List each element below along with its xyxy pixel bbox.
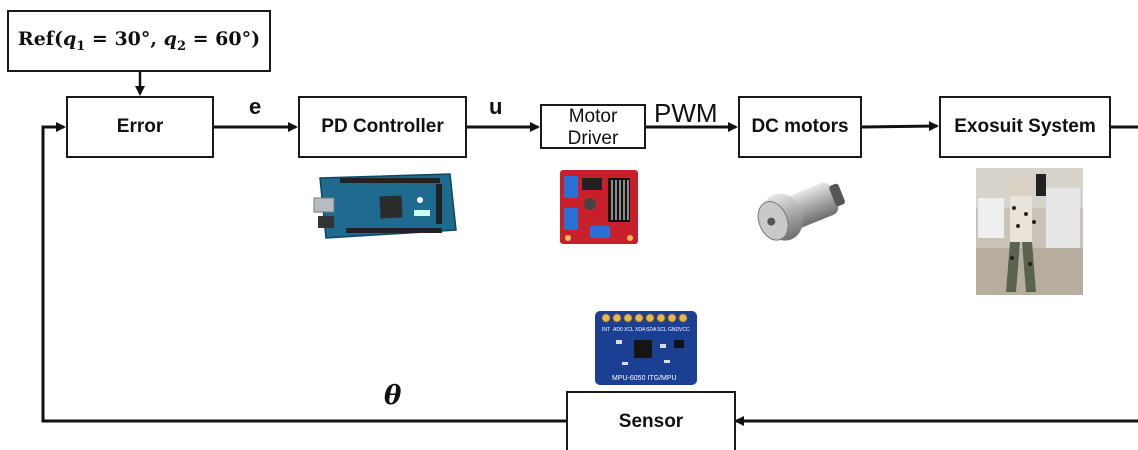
wire-dc-to-exo [861, 121, 939, 132]
error-block: Error [66, 96, 214, 158]
imu-sensor-board-icon: INT AD0 XCL XDA SDA SCL GND VCC MPU-6050… [595, 311, 697, 385]
imu-pin-4: SDA [646, 327, 657, 333]
exosuit-block: Exosuit System [939, 96, 1111, 158]
dc-motors-label: DC motors [751, 116, 849, 137]
imu-pin-0: INT [602, 327, 610, 333]
wire-feedback-theta [41, 122, 566, 423]
motor-driver-label-line2: Driver [567, 128, 619, 149]
dc-motor-icon [757, 182, 845, 241]
arduino-board-icon [313, 173, 457, 239]
reference-box: Ref(q1 = 30°, q2 = 60°) [7, 10, 271, 72]
motor-driver-label-line1: Motor [568, 106, 618, 127]
pd-controller-label: PD Controller [321, 116, 444, 137]
imu-board-label: MPU-6050 ITG/MPU [612, 375, 677, 382]
exosuit-label: Exosuit System [954, 116, 1096, 137]
motor-driver-block: Motor Driver [540, 104, 646, 149]
motor-driver-board-icon [560, 170, 638, 244]
reference-label: Ref(q1 = 30°, q2 = 60°) [17, 28, 261, 54]
signal-u-label: u [489, 94, 503, 119]
exosuit-photo-icon [976, 168, 1083, 295]
dc-motors-block: DC motors [738, 96, 862, 158]
imu-pin-2: XCL [624, 327, 634, 333]
pd-controller-block: PD Controller [298, 96, 467, 158]
signal-theta-label: θ [384, 381, 402, 411]
error-label: Error [116, 116, 164, 137]
signal-e-label: e [249, 94, 262, 119]
sensor-block: Sensor [566, 391, 736, 450]
signal-pwm-label: PWM [654, 98, 718, 128]
imu-pin-7: VCC [679, 327, 690, 333]
imu-pin-3: XDA [635, 327, 646, 333]
imu-pin-1: AD0 [613, 327, 623, 333]
sensor-label: Sensor [618, 411, 684, 432]
imu-pin-5: SCL [657, 327, 667, 333]
imu-pin-6: GND [668, 327, 680, 333]
